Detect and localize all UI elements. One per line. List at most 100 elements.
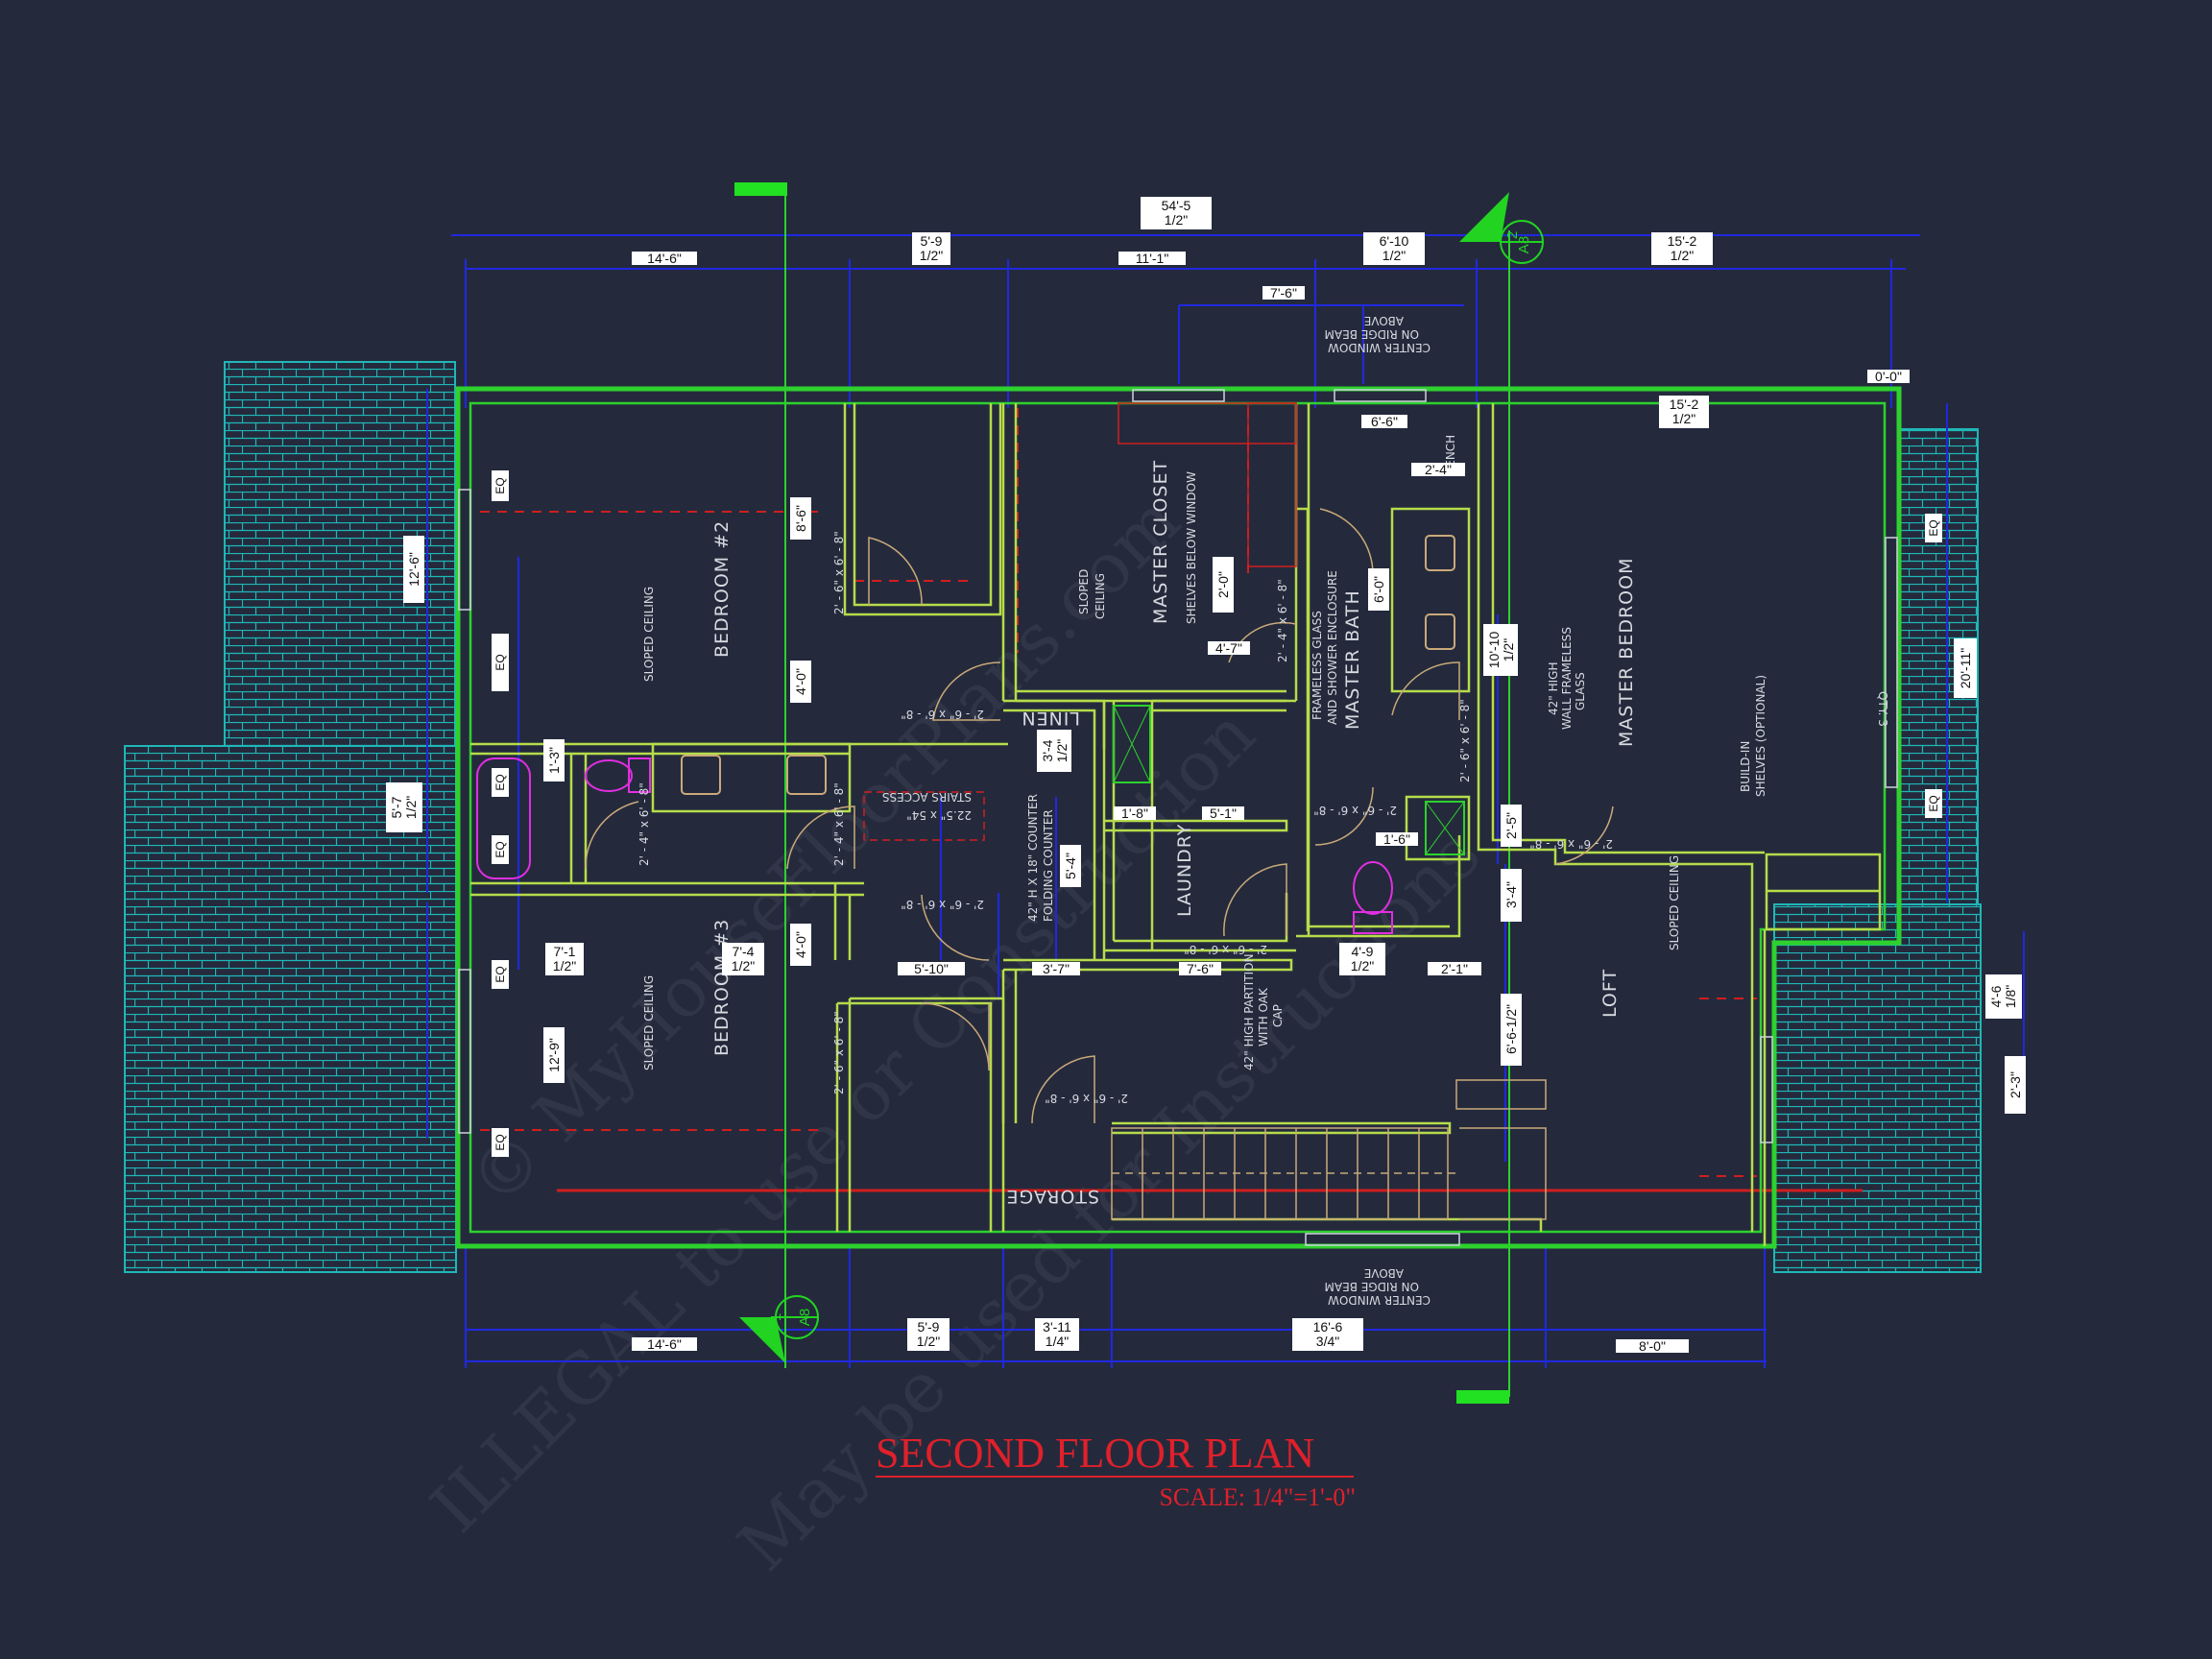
svg-text:5'-9: 5'-9 xyxy=(918,1319,940,1334)
svg-text:20'-11": 20'-11" xyxy=(1958,648,1973,688)
dim-right-c: 2'-3" xyxy=(2005,1056,2026,1114)
svg-text:EQ: EQ xyxy=(493,774,507,790)
dim-top-b: 5'-91/2" xyxy=(912,232,950,265)
svg-text:1/2": 1/2" xyxy=(403,796,419,819)
dim-in-2-5: 2'-5" xyxy=(1501,805,1522,847)
svg-text:3/4": 3/4" xyxy=(1316,1334,1339,1349)
fixtures xyxy=(476,402,1465,934)
svg-text:2' - 6" x 6' - 8": 2' - 6" x 6' - 8" xyxy=(1458,699,1472,782)
svg-text:FRAMELESS GLASS: FRAMELESS GLASS xyxy=(1310,611,1324,720)
dim-bot-d: 16'-63/4" xyxy=(1292,1318,1363,1351)
svg-text:SLOPED: SLOPED xyxy=(1077,569,1091,614)
label-bedroom-2: BEDROOM #2 xyxy=(711,520,733,658)
svg-text:7'-1: 7'-1 xyxy=(554,944,576,959)
svg-text:3'-4": 3'-4" xyxy=(1503,881,1519,908)
svg-text:1/2": 1/2" xyxy=(732,958,755,974)
dim-in-4-7: 4'-7" xyxy=(1208,640,1250,656)
svg-text:2'-3": 2'-3" xyxy=(2008,1071,2023,1098)
svg-text:1'-6": 1'-6" xyxy=(1383,831,1410,847)
svg-text:CENTER WINDOW: CENTER WINDOW xyxy=(1328,1293,1431,1307)
svg-text:14'-6": 14'-6" xyxy=(647,1336,682,1352)
svg-text:1/2": 1/2" xyxy=(1501,638,1516,661)
dim-top-f: 7'-6" xyxy=(1262,285,1305,301)
svg-text:0'-0": 0'-0" xyxy=(1875,369,1902,384)
roof-areas xyxy=(124,361,1982,1273)
svg-text:AND SHOWER ENCLOSURE: AND SHOWER ENCLOSURE xyxy=(1326,570,1339,725)
svg-text:BUILD-IN: BUILD-IN xyxy=(1739,741,1752,792)
label-bedroom-3: BEDROOM #3 xyxy=(711,919,733,1056)
dim-top-i: 15'-21/2" xyxy=(1659,396,1709,428)
svg-text:SHELVES (OPTIONAL): SHELVES (OPTIONAL) xyxy=(1754,675,1767,797)
svg-text:5'-9: 5'-9 xyxy=(921,233,943,249)
doors xyxy=(585,508,1614,1124)
dimension-labels: 54'-51/2" 14'-6" 5'-91/2" 11'-1" 6'-101/… xyxy=(386,197,2026,1354)
svg-text:CAP: CAP xyxy=(1271,1004,1285,1027)
svg-text:22.5" x 54": 22.5" x 54" xyxy=(906,808,972,822)
svg-text:8'-6": 8'-6" xyxy=(793,505,808,532)
svg-text:11'-1": 11'-1" xyxy=(1136,251,1169,266)
svg-text:CEILING: CEILING xyxy=(1094,573,1107,619)
svg-text:16'-6: 16'-6 xyxy=(1313,1319,1343,1334)
svg-text:15'-2: 15'-2 xyxy=(1668,233,1697,249)
svg-text:1/2": 1/2" xyxy=(553,958,576,974)
label-master-bath: MASTER BATH xyxy=(1342,589,1363,730)
svg-text:1/2": 1/2" xyxy=(917,1334,940,1349)
svg-text:ABOVE: ABOVE xyxy=(1364,1266,1404,1280)
svg-text:2'-4": 2'-4" xyxy=(1425,462,1452,477)
svg-text:CENTER WINDOW: CENTER WINDOW xyxy=(1328,341,1431,354)
svg-text:1/2": 1/2" xyxy=(1382,248,1406,263)
dim-top-h: 6'-6" xyxy=(1361,414,1407,429)
plan-scale: SCALE: 1/4"=1'-0" xyxy=(1159,1483,1356,1511)
dim-in-1-3: 1'-3" xyxy=(543,739,565,781)
dim-top-e: 15'-21/2" xyxy=(1651,232,1713,265)
svg-text:5'-10": 5'-10" xyxy=(914,961,949,976)
svg-text:7'-4: 7'-4 xyxy=(733,944,755,959)
dim-in-4-9: 4'-91/2" xyxy=(1339,943,1385,975)
label-master-bedroom: MASTER BEDROOM xyxy=(1616,558,1637,747)
roof-right-lower xyxy=(1773,903,1982,1273)
dim-overall: 54'-51/2" xyxy=(1141,197,1212,229)
dim-in-7-4: 7'-41/2" xyxy=(722,943,764,975)
dim-bot-e: 8'-0" xyxy=(1616,1338,1689,1354)
label-loft: LOFT xyxy=(1599,969,1621,1018)
svg-text:42" H X 18" COUNTER: 42" H X 18" COUNTER xyxy=(1026,794,1040,922)
dim-in-1-8: 1'-8" xyxy=(1114,805,1156,821)
svg-text:4'-7": 4'-7" xyxy=(1215,640,1242,656)
svg-text:6'-6-1/2": 6'-6-1/2" xyxy=(1503,1004,1519,1054)
svg-text:SLOPED CEILING: SLOPED CEILING xyxy=(1668,855,1681,950)
svg-text:FOLDING COUNTER: FOLDING COUNTER xyxy=(1042,809,1055,922)
svg-text:EQ: EQ xyxy=(493,966,507,982)
svg-text:1/2": 1/2" xyxy=(1672,411,1695,426)
svg-text:1: 1 xyxy=(768,1313,784,1321)
dim-left-c: 12'-9" xyxy=(543,1027,565,1083)
dim-top-c: 11'-1" xyxy=(1118,251,1186,266)
dim-left-a: 12'-6" xyxy=(403,536,424,603)
svg-text:1'-8": 1'-8" xyxy=(1121,805,1148,821)
dim-in-5-10: 5'-10" xyxy=(898,961,965,976)
svg-text:EQ: EQ xyxy=(493,477,507,493)
svg-text:3'-11: 3'-11 xyxy=(1043,1319,1071,1334)
svg-text:STAIRS ACCESS: STAIRS ACCESS xyxy=(882,790,972,804)
dim-in-7-6: 7'-6" xyxy=(1179,961,1221,976)
plan-title: SECOND FLOOR PLAN xyxy=(876,1430,1314,1477)
svg-text:14'-6": 14'-6" xyxy=(647,251,682,266)
svg-text:15'-2: 15'-2 xyxy=(1670,397,1699,412)
svg-text:4'-9: 4'-9 xyxy=(1352,944,1374,959)
svg-text:2' - 6" x 6' - 8": 2' - 6" x 6' - 8" xyxy=(832,531,846,614)
door-tags: 2' - 6" x 6' - 8" 2' - 6" x 6' - 8" 2' -… xyxy=(637,531,1613,1105)
svg-text:2' - 4" x 6' - 8": 2' - 4" x 6' - 8" xyxy=(832,782,846,866)
dim-in-2-1: 2'-1" xyxy=(1428,961,1481,976)
dim-top-d: 6'-101/2" xyxy=(1363,232,1425,265)
svg-text:SLOPED CEILING: SLOPED CEILING xyxy=(642,587,656,682)
section-marker-bottom: 1 A8 xyxy=(739,1295,819,1363)
svg-text:1/2": 1/2" xyxy=(1351,958,1374,974)
exterior-walls xyxy=(455,386,1902,1249)
svg-text:4'-6: 4'-6 xyxy=(1988,985,2004,1007)
dim-in-1-6: 1'-6" xyxy=(1376,831,1418,847)
svg-text:10'-10: 10'-10 xyxy=(1486,632,1502,669)
svg-text:WALL FRAMELESS: WALL FRAMELESS xyxy=(1560,627,1574,730)
